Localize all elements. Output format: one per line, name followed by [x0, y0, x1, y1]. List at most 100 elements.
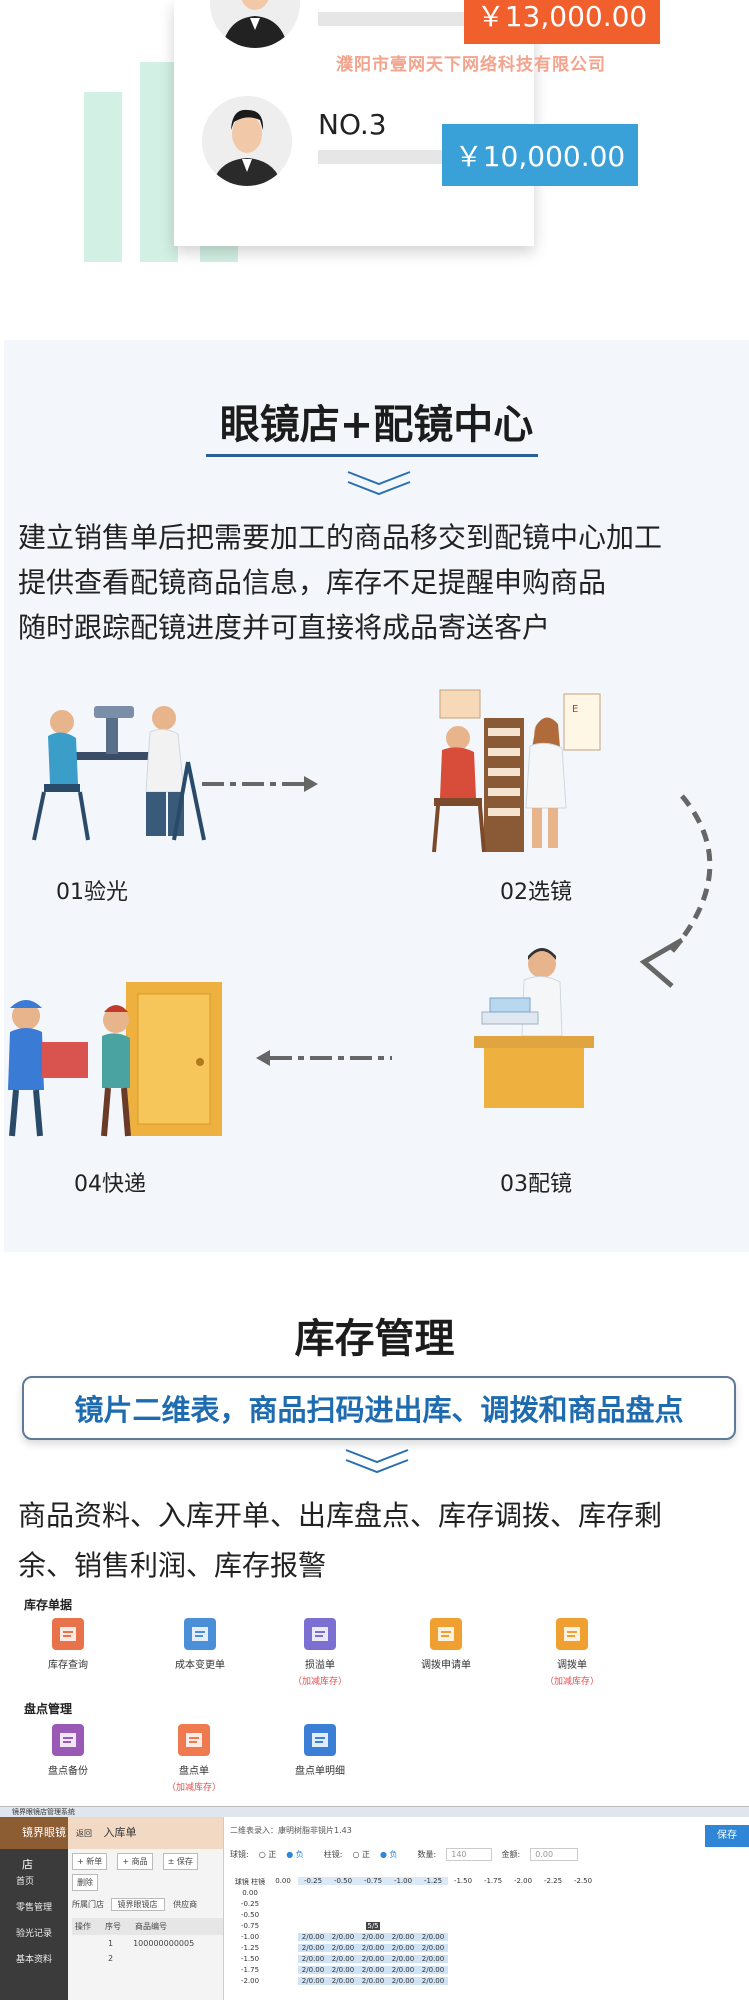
- sidebar-item-basic-data[interactable]: 基本资料: [16, 1955, 53, 1965]
- sphere-label: 球镜:: [230, 1850, 249, 1859]
- tile-store[interactable]: 库存查询: [8, 1618, 128, 1671]
- radio-negative[interactable]: ● 负: [286, 1850, 304, 1859]
- store-select[interactable]: 镜界眼镜店: [110, 1898, 165, 1911]
- column-header: 序号: [105, 1922, 121, 1931]
- matrix-cell[interactable]: 2/0.00: [358, 1966, 388, 1975]
- ranking-section: ￥13,000.00 NO.3 ￥10,000.00 濮阳市壹网天下网络科技有限…: [0, 0, 749, 330]
- matrix-cell[interactable]: 2/0.00: [328, 1977, 358, 1986]
- rank-label: NO.3: [318, 108, 387, 141]
- row-header: -1.00: [240, 1933, 260, 1941]
- bar-decoration: [84, 92, 122, 262]
- placeholder-line: [318, 12, 508, 26]
- radio-positive[interactable]: ○ 正: [352, 1850, 370, 1859]
- matrix-cell[interactable]: 2/0.00: [328, 1944, 358, 1953]
- description-line: 建立销售单后把需要加工的商品移交到配镜中心加工: [18, 521, 663, 554]
- delete-button[interactable]: 删除: [72, 1874, 98, 1891]
- store-label: 所属门店: [72, 1900, 104, 1909]
- matrix-cell[interactable]: 2/0.00: [328, 1933, 358, 1942]
- row-header: 0.00: [242, 1889, 258, 1897]
- tile-label: 调拨单: [557, 1660, 587, 1671]
- svg-text:E: E: [572, 704, 578, 715]
- tile-label: 盘点备份: [48, 1766, 88, 1777]
- matrix-cell[interactable]: 2/0.00: [418, 1977, 448, 1986]
- row-header: -1.50: [240, 1955, 260, 1963]
- tile-document-edit[interactable]: 损溢单（加减库存）: [260, 1618, 380, 1687]
- amount-input[interactable]: 0.00: [530, 1848, 579, 1861]
- add-product-button[interactable]: + 商品: [117, 1853, 153, 1870]
- matrix-cell[interactable]: 2/0.00: [388, 1955, 418, 1964]
- tile-sublabel: （加减库存）: [544, 1677, 599, 1687]
- tile-label: 调拨申请单: [421, 1660, 471, 1671]
- matrix-cell[interactable]: 2/0.00: [358, 1977, 388, 1986]
- group-title: 库存单据: [24, 1598, 73, 1612]
- select-glasses-illustration: E: [432, 689, 601, 853]
- tile-backup[interactable]: 盘点备份: [8, 1724, 128, 1777]
- back-button[interactable]: 返回: [76, 1829, 92, 1838]
- sidebar-item-optometry[interactable]: 验光记录: [16, 1929, 53, 1939]
- matrix-cell[interactable]: 2/0.00: [328, 1955, 358, 1964]
- qty-label: 数量:: [417, 1850, 437, 1859]
- matrix-cell[interactable]: 2/0.00: [358, 1955, 388, 1964]
- description-line: 提供查看配镜商品信息，库存不足提醒申购商品: [18, 566, 607, 599]
- matrix-cell[interactable]: 2/0.00: [418, 1933, 448, 1942]
- row-number: 1: [108, 1939, 114, 1948]
- matrix-cell[interactable]: 2/0.00: [358, 1933, 388, 1942]
- matrix-cell[interactable]: 2/0.00: [298, 1966, 328, 1975]
- column-header: 商品编号: [135, 1922, 167, 1931]
- matrix-cell[interactable]: 2/0.00: [418, 1966, 448, 1975]
- matrix-cell[interactable]: 2/0.00: [298, 1955, 328, 1964]
- description-line: 商品资料、入库开单、出库盘点、库存调拨、库存剩: [18, 1499, 663, 1532]
- table-header: 操作 序号 商品编号: [72, 1918, 223, 1935]
- step-label: 01验光: [56, 880, 128, 905]
- matrix-cell[interactable]: 2/0.00: [358, 1944, 388, 1953]
- tile-check-doc[interactable]: 盘点单（加减库存）: [134, 1724, 254, 1793]
- column-header: -1.50: [453, 1877, 473, 1885]
- step-label: 02选镜: [500, 880, 572, 905]
- matrix-cell[interactable]: 2/0.00: [388, 1944, 418, 1953]
- step-label: 04快递: [74, 1172, 146, 1197]
- page-title: 入库单: [103, 1826, 137, 1839]
- chevron-down-icon: [347, 471, 411, 496]
- radio-negative[interactable]: ● 负: [380, 1850, 398, 1859]
- sidebar: 镜界眼镜店 首页 零售管理 验光记录 基本资料: [0, 1817, 68, 2000]
- save-button[interactable]: ± 保存: [162, 1853, 198, 1870]
- table-row[interactable]: 1 100000000005: [108, 1939, 223, 1948]
- product-code: 100000000005: [133, 1939, 195, 1948]
- sidebar-item-retail[interactable]: 零售管理: [16, 1903, 53, 1913]
- tile-house[interactable]: 调拨单 （加减库存）: [512, 1618, 632, 1687]
- matrix-cell[interactable]: 2/0.00: [418, 1955, 448, 1964]
- matrix-cell[interactable]: 2/0.00: [388, 1966, 418, 1975]
- document-edit-icon: [304, 1618, 336, 1650]
- store-icon: [52, 1618, 84, 1650]
- fitting-illustration: [474, 948, 594, 1108]
- row-header: -0.25: [240, 1900, 260, 1908]
- matrix-cell[interactable]: 2/0.00: [298, 1977, 328, 1986]
- tile-card[interactable]: 成本变更单: [140, 1618, 260, 1671]
- matrix-cell[interactable]: 2/0.00: [298, 1933, 328, 1942]
- tile-list[interactable]: 盘点单明细: [260, 1724, 380, 1777]
- row-header: -1.25: [240, 1944, 260, 1952]
- table-row[interactable]: 2: [108, 1954, 223, 1963]
- avatar: [210, 0, 300, 48]
- column-header: -0.50: [328, 1877, 358, 1885]
- qty-input[interactable]: 140: [446, 1848, 492, 1861]
- tile-house[interactable]: 调拨申请单: [386, 1618, 506, 1671]
- matrix-cell[interactable]: 2/0.00: [418, 1944, 448, 1953]
- curved-arrow-icon: [639, 794, 713, 988]
- step-label: 03配镜: [500, 1172, 572, 1197]
- sidebar-item-home[interactable]: 首页: [16, 1877, 35, 1887]
- new-order-button[interactable]: + 新单: [72, 1853, 108, 1870]
- matrix-cell[interactable]: 2/0.00: [298, 1944, 328, 1953]
- window-title: 镜界眼镜店管理系统: [0, 1807, 749, 1817]
- matrix-cell[interactable]: 2/0.00: [388, 1933, 418, 1942]
- matrix-cell[interactable]: 2/0.00: [328, 1966, 358, 1975]
- matrix-corner-label: 球镜 柱镜: [234, 1878, 266, 1886]
- app-screenshot: 镜界眼镜店管理系统 镜界眼镜店 首页 零售管理 验光记录 基本资料 返回 入库单…: [0, 1806, 749, 2000]
- arrow-left-icon: [256, 1050, 392, 1066]
- column-header: -2.25: [543, 1877, 563, 1885]
- description-line: 随时跟踪配镜进度并可直接将成品寄送客户: [18, 611, 551, 644]
- row-header: -0.75: [240, 1922, 260, 1930]
- save-matrix-button[interactable]: 保存: [705, 1825, 749, 1847]
- radio-positive[interactable]: ○ 正: [258, 1850, 277, 1859]
- matrix-cell[interactable]: 2/0.00: [388, 1977, 418, 1986]
